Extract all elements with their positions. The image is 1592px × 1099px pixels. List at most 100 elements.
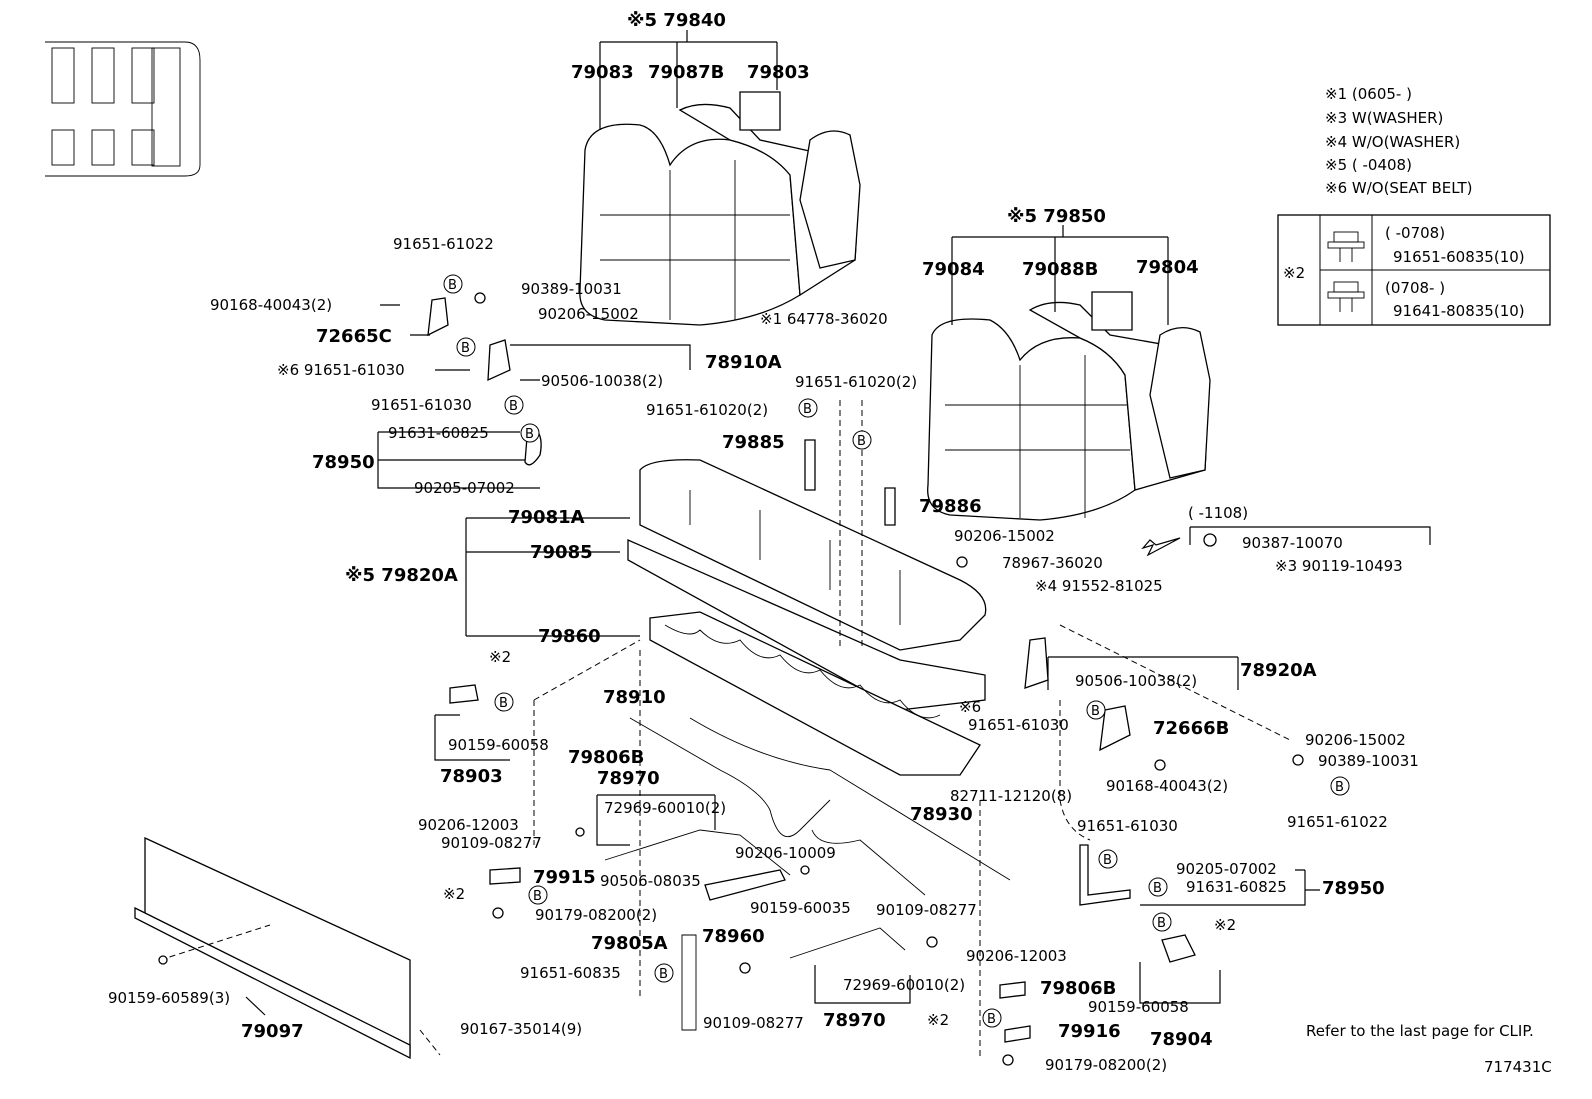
- label-90168-40043: 90168-40043(2): [1106, 777, 1228, 795]
- label-91651-60835: 91651-60835: [520, 964, 621, 982]
- label-79088B: 79088B: [1022, 259, 1098, 280]
- b-markers: B B B B B B B B B B B B B B B: [443, 274, 1350, 1028]
- rear-board-79097-drawing: [134, 836, 411, 1060]
- label-78970: 78970: [823, 1010, 886, 1031]
- label-79084: 79084: [922, 259, 985, 280]
- washer-icon: [1327, 231, 1365, 262]
- cable-links-drawing: [604, 717, 1011, 1031]
- label-78960: 78960: [702, 926, 765, 947]
- label-79806B: 79806B: [568, 747, 644, 768]
- label-90119-10493: ※3 90119-10493: [1275, 557, 1403, 575]
- label-note2: ※2: [1214, 916, 1236, 934]
- label-90206-12003: 90206-12003: [966, 947, 1067, 965]
- label-79805A: 79805A: [591, 933, 668, 954]
- label-72665C: 72665C: [316, 326, 392, 347]
- note-3: ※3 W(WASHER): [1325, 109, 1443, 127]
- label-78904: 78904: [1150, 1029, 1213, 1050]
- washer-table: ※2 ( -0708) 91651-60835(10) (0708- ) 916…: [1277, 214, 1551, 326]
- note-5: ※5 ( -0408): [1325, 156, 1412, 174]
- svg-text:B: B: [987, 1012, 996, 1027]
- b-marker: B: [443, 274, 463, 294]
- label-91651-61030: 91651-61030: [968, 716, 1069, 734]
- b-marker: B: [494, 692, 514, 712]
- label-79860: 79860: [538, 626, 601, 647]
- label-90506-10038: 90506-10038(2): [541, 372, 663, 390]
- label-90159-60035: 90159-60035: [750, 899, 851, 917]
- label-79886: 79886: [919, 496, 982, 517]
- svg-text:B: B: [525, 427, 534, 442]
- label-91552-81025: ※4 91552-81025: [1035, 577, 1163, 595]
- label-90206-15002: 90206-15002: [1305, 731, 1406, 749]
- label-79885: 79885: [722, 432, 785, 453]
- label-90506-08035: 90506-08035: [600, 872, 701, 890]
- washer-row-1-part: 91651-60835(10): [1393, 248, 1525, 266]
- label-91631-60825: 91631-60825: [388, 424, 489, 442]
- label-91651-61030: 91651-61030: [1077, 817, 1178, 835]
- label-78950: 78950: [1322, 878, 1385, 899]
- label-90179-08200: 90179-08200(2): [535, 906, 657, 924]
- vehicle-seat-locator-icon: [45, 41, 201, 177]
- label-91651-61030: 91651-61030: [371, 396, 472, 414]
- notes-legend: ※1 (0605- ) ※3 W(WASHER) ※4 W/O(WASHER) …: [1325, 85, 1473, 197]
- label-90206-12003: 90206-12003: [418, 816, 519, 834]
- svg-text:B: B: [1091, 704, 1100, 719]
- label-90205-07002: 90205-07002: [1176, 860, 1277, 878]
- label-78930: 78930: [910, 804, 973, 825]
- label-91651-61022: 91651-61022: [393, 235, 494, 253]
- leader-lines: [245, 30, 1431, 1016]
- label-79097: 79097: [241, 1021, 304, 1042]
- label-79820A: ※5 79820A: [345, 565, 458, 586]
- b-marker: B: [1098, 849, 1118, 869]
- label-91651-61022: 91651-61022: [1287, 813, 1388, 831]
- label-72666B: 72666B: [1153, 718, 1229, 739]
- label-78903: 78903: [440, 766, 503, 787]
- svg-text:B: B: [509, 399, 518, 414]
- seat-cushion-79820A-drawing: [627, 459, 987, 776]
- label-72969-60010: 72969-60010(2): [604, 799, 726, 817]
- b-marker: B: [456, 337, 476, 357]
- label-79850: ※5 79850: [1007, 206, 1106, 227]
- label-note6: ※6: [959, 698, 981, 716]
- label-79803: 79803: [747, 62, 810, 83]
- washer-row-1-range: ( -0708): [1385, 224, 1445, 242]
- label-90168-40043: 90168-40043(2): [210, 296, 332, 314]
- label-note2: ※2: [927, 1011, 949, 1029]
- b-marker: B: [798, 398, 818, 418]
- svg-text:B: B: [1335, 780, 1344, 795]
- svg-text:B: B: [857, 434, 866, 449]
- label-90389-10031: 90389-10031: [1318, 752, 1419, 770]
- label-note2: ※2: [489, 648, 511, 666]
- label-79806B: 79806B: [1040, 978, 1116, 999]
- b-marker: B: [852, 430, 872, 450]
- label-78910A: 78910A: [705, 352, 782, 373]
- label-79915: 79915: [533, 867, 596, 888]
- svg-text:B: B: [659, 967, 668, 982]
- label-90206-15002: 90206-15002: [954, 527, 1055, 545]
- label-78967-36020: 78967-36020: [1002, 554, 1103, 572]
- label-78910: 78910: [603, 687, 666, 708]
- svg-text:B: B: [1157, 916, 1166, 931]
- label-78970: 78970: [597, 768, 660, 789]
- b-marker: B: [520, 423, 540, 443]
- label-90109-08277: 90109-08277: [876, 901, 977, 919]
- b-marker: B: [1148, 877, 1168, 897]
- label-90109-08277: 90109-08277: [703, 1014, 804, 1032]
- svg-text:B: B: [448, 278, 457, 293]
- svg-text:B: B: [533, 889, 542, 904]
- note-6: ※6 W/O(SEAT BELT): [1325, 179, 1473, 197]
- label-note2: ※2: [443, 885, 465, 903]
- b-marker: B: [528, 885, 548, 905]
- arrow-icon: [1141, 537, 1181, 557]
- label-90167-35014: 90167-35014(9): [460, 1020, 582, 1038]
- label-79085: 79085: [530, 542, 593, 563]
- label-91651-61020: 91651-61020(2): [646, 401, 768, 419]
- label-79083: 79083: [571, 62, 634, 83]
- svg-text:B: B: [1103, 853, 1112, 868]
- label-1108: ( -1108): [1188, 504, 1248, 522]
- washer-icon: [1327, 281, 1365, 312]
- b-marker: B: [982, 1008, 1002, 1028]
- washer-row-2-part: 91641-80835(10): [1393, 302, 1525, 320]
- b-marker: B: [1330, 776, 1350, 796]
- label-79916: 79916: [1058, 1021, 1121, 1042]
- label-79804: 79804: [1136, 257, 1199, 278]
